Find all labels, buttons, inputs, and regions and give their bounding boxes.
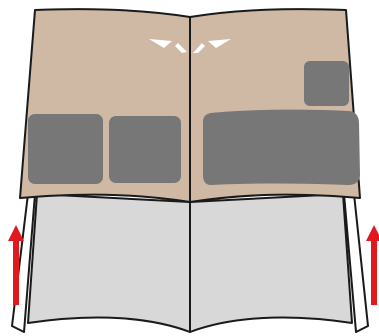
right-lower-gray-page bbox=[190, 194, 352, 332]
top-cover bbox=[20, 9, 360, 202]
left-lower-gray-page bbox=[28, 194, 190, 332]
right-up-arrow-icon bbox=[366, 225, 379, 305]
right-panel-wide bbox=[203, 110, 360, 185]
right-arrow-head bbox=[366, 225, 379, 241]
lower-page-stack bbox=[12, 194, 368, 332]
left-panel-large bbox=[28, 114, 103, 184]
left-arrow-head bbox=[8, 225, 24, 241]
right-panel-thumbnail bbox=[304, 61, 349, 106]
left-panel-small bbox=[109, 116, 181, 183]
